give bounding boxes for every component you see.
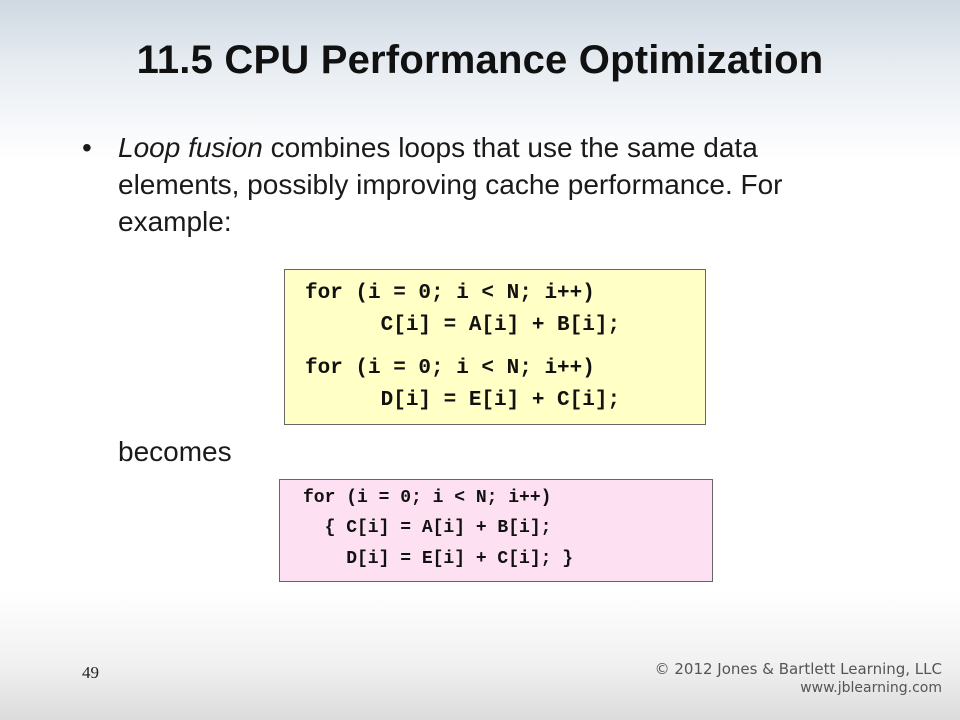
bullet-term: Loop fusion <box>118 132 263 163</box>
becomes-label: becomes <box>118 436 232 467</box>
copyright-notice: © 2012 Jones & Bartlett Learning, LLC ww… <box>655 660 942 698</box>
copyright-text: © 2012 Jones & Bartlett Learning, LLC <box>654 660 942 678</box>
slide-number: 49 <box>82 663 99 682</box>
code-line: for (i = 0; i < N; i++) <box>305 357 595 380</box>
code-block-before: for (i = 0; i < N; i++) C[i] = A[i] + B[… <box>284 269 706 425</box>
code-line: for (i = 0; i < N; i++) <box>305 282 595 305</box>
code-line: D[i] = E[i] + C[i]; <box>305 389 621 412</box>
bullet-point: • Loop fusion combines loops that use th… <box>82 129 842 240</box>
bullet-description: combines loops that use the same data el… <box>118 132 783 237</box>
slide-title: 11.5 CPU Performance Optimization <box>136 38 824 82</box>
bullet-text: Loop fusion combines loops that use the … <box>118 129 842 240</box>
website-text: www.jblearning.com <box>800 680 942 696</box>
bullet-symbol: • <box>82 132 92 163</box>
code-line: { C[i] = A[i] + B[i]; <box>303 518 552 538</box>
code-block-after: for (i = 0; i < N; i++) { C[i] = A[i] + … <box>279 479 713 582</box>
code-line: C[i] = A[i] + B[i]; <box>305 314 621 337</box>
code-line: D[i] = E[i] + C[i]; } <box>303 549 574 569</box>
code-line: for (i = 0; i < N; i++) <box>303 488 552 508</box>
